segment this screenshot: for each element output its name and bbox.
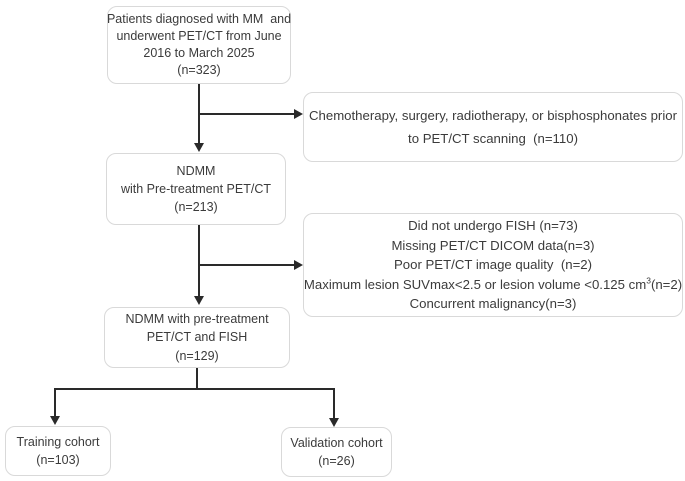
connector-drop-to-validation	[333, 388, 335, 418]
training-cohort-label: Training cohort	[16, 435, 100, 449]
training-cohort-count: (n=103)	[36, 453, 80, 467]
exclusion-quality-line: Poor PET/CT image quality (n=2)	[393, 257, 593, 273]
arrowhead-down-to-training	[50, 416, 60, 425]
arrowhead-down-to-validation	[329, 418, 339, 427]
connector-branch-exclusion2-line	[199, 264, 294, 266]
connector-fish-split-stem	[196, 368, 198, 390]
box-patients-count: (n=323)	[177, 63, 221, 77]
exclusion-fish-line: Did not undergo FISH (n=73)	[408, 218, 578, 234]
box-fish-line-2: PET/CT and FISH	[146, 330, 248, 345]
box-fish-count: (n=129)	[175, 348, 219, 363]
connector-ndmm-to-fish-line	[198, 225, 200, 296]
box-fish-line-1: NDMM with pre-treatment	[125, 311, 269, 326]
box-exclusion1-line-1: Chemotherapy, surgery, radiotherapy, or …	[309, 108, 677, 123]
box-validation-cohort: Validation cohort (n=26)	[281, 427, 392, 477]
arrowhead-right-to-exclusion1	[294, 109, 303, 119]
box-exclusion1-line-2: to PET/CT scanning (n=110)	[408, 131, 578, 146]
box-exclusion-criteria: Did not undergo FISH (n=73) Missing PET/…	[303, 213, 683, 317]
validation-cohort-label: Validation cohort	[290, 436, 383, 450]
exclusion-malignancy-line: Concurrent malignancy(n=3)	[409, 296, 577, 312]
arrowhead-down-to-fish	[194, 296, 204, 305]
exclusion-dicom-line: Missing PET/CT DICOM data(n=3)	[391, 237, 595, 253]
connector-split-horizontal	[54, 388, 335, 390]
validation-cohort-count: (n=26)	[318, 454, 355, 468]
connector-drop-to-training	[54, 388, 56, 416]
box-exclusion-prior-treatment: Chemotherapy, surgery, radiotherapy, or …	[303, 92, 683, 162]
box-training-cohort: Training cohort (n=103)	[5, 426, 111, 476]
box-ndmm-line-1: NDMM	[176, 164, 216, 178]
box-ndmm-pretreatment: NDMM with Pre-treatment PET/CT (n=213)	[106, 153, 286, 225]
exclusion-suvmax-line: Maximum lesion SUVmax<2.5 or lesion volu…	[304, 275, 682, 295]
exclusion-suvmax-post: (n=2)	[650, 276, 683, 292]
box-patients-diagnosed: Patients diagnosed with MM and underwent…	[107, 6, 291, 84]
box-ndmm-line-2: with Pre-treatment PET/CT	[120, 182, 272, 196]
box-patients-line-1: Patients diagnosed with MM and	[106, 12, 292, 26]
exclusion-suvmax-superscript: 3	[646, 275, 651, 286]
box-patients-line-2: underwent PET/CT from June	[116, 29, 282, 43]
box-ndmm-count: (n=213)	[174, 200, 218, 214]
box-patients-line-3: 2016 to March 2025	[143, 46, 255, 60]
box-ndmm-fish: NDMM with pre-treatment PET/CT and FISH …	[104, 307, 290, 368]
arrowhead-right-to-exclusion2	[294, 260, 303, 270]
connector-branch-exclusion1-line	[199, 113, 294, 115]
arrowhead-down-to-ndmm	[194, 143, 204, 152]
exclusion-suvmax-pre: Maximum lesion SUVmax<2.5 or lesion volu…	[303, 276, 647, 292]
